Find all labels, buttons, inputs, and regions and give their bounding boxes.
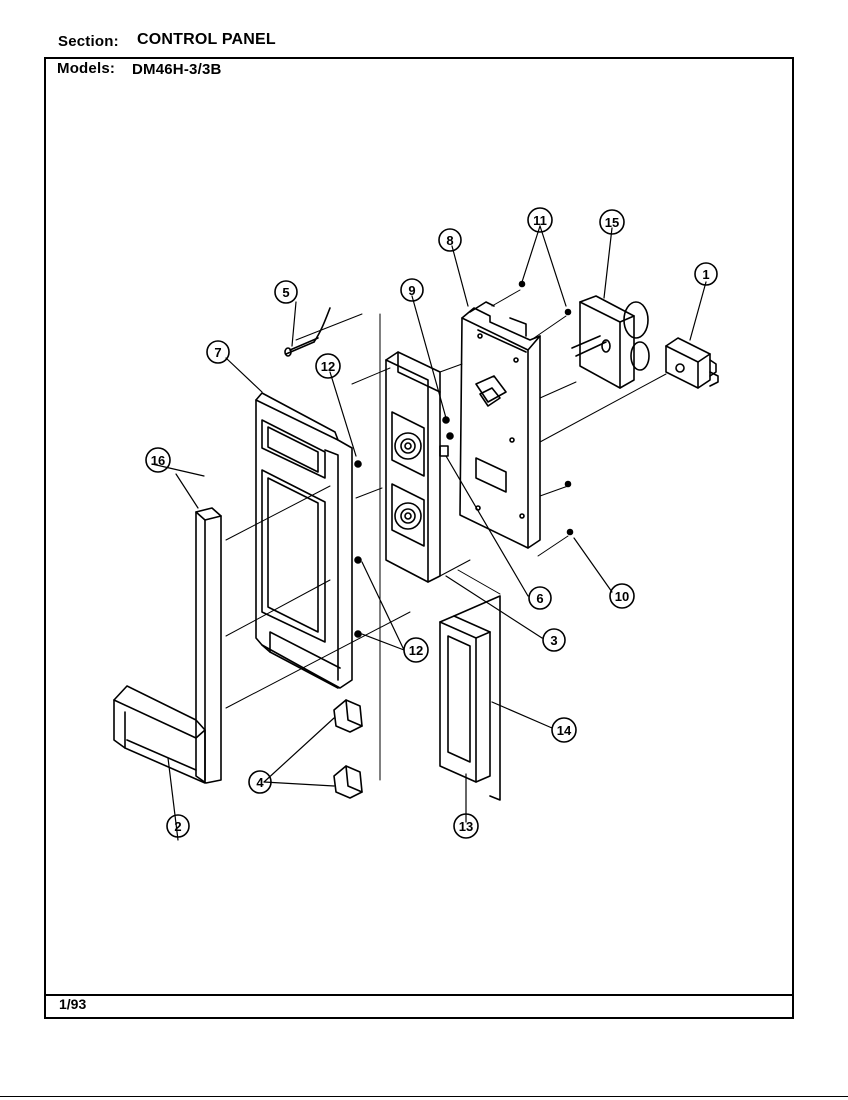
callout-7: 7 bbox=[206, 340, 230, 364]
footer-date: 1/93 bbox=[59, 996, 87, 1012]
callout-label: 14 bbox=[557, 723, 572, 738]
callout-10: 10 bbox=[609, 583, 635, 609]
callout-label: 1 bbox=[702, 267, 709, 282]
callout-2: 2 bbox=[166, 814, 190, 838]
callout-5: 5 bbox=[274, 280, 298, 304]
part-7-front-panel bbox=[255, 392, 353, 689]
callout-15: 15 bbox=[599, 209, 625, 235]
screw-fasteners bbox=[354, 280, 574, 638]
diagram-frame bbox=[44, 57, 794, 1019]
callout-3: 3 bbox=[542, 628, 566, 652]
callout-label: 12 bbox=[321, 359, 335, 374]
part-8-mounting-bracket bbox=[459, 301, 541, 549]
callout-label: 4 bbox=[256, 775, 264, 790]
footer-divider bbox=[44, 994, 794, 996]
callout-13: 13 bbox=[453, 813, 479, 839]
callout-11: 11 bbox=[527, 207, 553, 233]
callout-1: 1 bbox=[694, 262, 718, 286]
part-14-window bbox=[439, 615, 491, 783]
callout-label: 9 bbox=[408, 283, 415, 298]
part-4-knob-upper bbox=[333, 699, 363, 733]
part-3-control-board bbox=[385, 351, 441, 583]
part-4-knob-lower bbox=[333, 765, 363, 799]
page-bottom-rule bbox=[0, 1096, 848, 1097]
callout-label: 11 bbox=[533, 213, 547, 228]
callout-label: 15 bbox=[605, 215, 619, 230]
part-16-side-trim bbox=[195, 507, 222, 784]
callout-label: 12 bbox=[409, 643, 423, 658]
section-title: CONTROL PANEL bbox=[137, 31, 276, 48]
callout-9: 9 bbox=[400, 278, 424, 302]
part-15-timer-motor bbox=[571, 295, 650, 389]
part-2-base-trim bbox=[113, 685, 206, 784]
callout-12-lower: 12 bbox=[403, 637, 429, 663]
part-13-window-backing bbox=[453, 595, 501, 801]
assembly-alignment-lines bbox=[225, 289, 667, 781]
callout-label: 3 bbox=[550, 633, 557, 648]
models-label: Models: bbox=[57, 60, 116, 77]
callout-12-upper: 12 bbox=[315, 353, 341, 379]
part-5-wire-lead bbox=[284, 307, 331, 357]
callout-label: 8 bbox=[446, 233, 453, 248]
part-1-switch bbox=[665, 337, 719, 389]
callout-label: 10 bbox=[615, 589, 629, 604]
callout-label: 5 bbox=[282, 285, 289, 300]
callout-label: 2 bbox=[174, 819, 181, 834]
callout-4: 4 bbox=[248, 770, 272, 794]
section-label: Section: bbox=[58, 33, 119, 50]
callout-label: 7 bbox=[214, 345, 221, 360]
callout-label: 13 bbox=[459, 819, 473, 834]
models-value: DM46H-3/3B bbox=[132, 61, 222, 78]
callout-16: 16 bbox=[145, 447, 171, 473]
leader-lines bbox=[151, 225, 707, 841]
callout-label: 16 bbox=[151, 453, 165, 468]
callout-label: 6 bbox=[536, 591, 543, 606]
callout-14: 14 bbox=[551, 717, 577, 743]
callout-8: 8 bbox=[438, 228, 462, 252]
callout-6: 6 bbox=[528, 586, 552, 610]
